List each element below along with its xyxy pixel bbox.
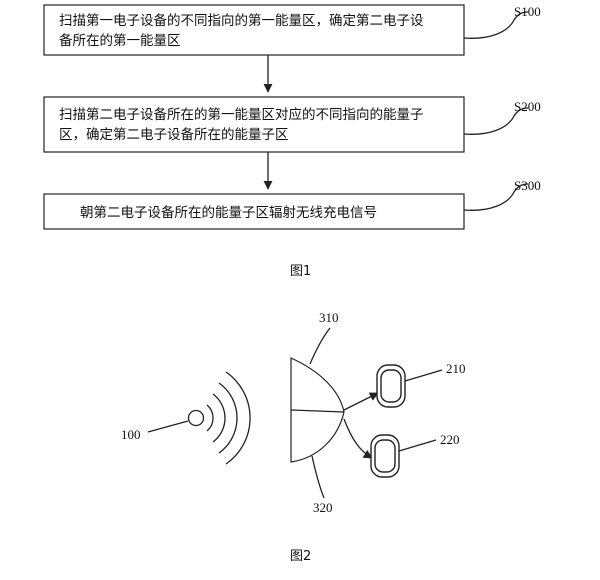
leader-220 xyxy=(398,439,437,452)
source-emitter-icon xyxy=(187,409,205,427)
step-s100-line-1: 扫描第一电子设备的不同指向的第一能量区，确定第二电子设 xyxy=(59,12,424,29)
step-s200-line-1: 扫描第二电子设备所在的第一能量区对应的不同指向的能量子 xyxy=(59,106,424,123)
wireless-charging-diagram: 100 310 320 210 220 xyxy=(121,310,466,564)
leader-s300 xyxy=(463,183,529,211)
device-220-inner xyxy=(374,439,396,473)
beam-arrow-210 xyxy=(343,392,379,411)
step-box-s100 xyxy=(43,4,465,56)
wave-arc-2 xyxy=(212,393,226,443)
label-210: 210 xyxy=(446,361,466,376)
wave-arc-3 xyxy=(218,382,238,454)
step-s300-line-1: 朝第二电子设备所在的能量子区辐射无线充电信号 xyxy=(80,204,377,221)
step-label-s300: S300 xyxy=(514,178,541,193)
label-220: 220 xyxy=(440,432,460,447)
receiver-device-220: 220 xyxy=(370,432,460,478)
wave-arc-4 xyxy=(225,371,251,465)
flowchart: 扫描第一电子设备的不同指向的第一能量区，确定第二电子设 备所在的第一能量区 S1… xyxy=(43,4,541,279)
antenna-sector-group: 310 320 xyxy=(290,310,345,515)
wave-arc-1 xyxy=(206,404,214,432)
leader-210 xyxy=(404,369,443,382)
leader-320 xyxy=(311,455,325,499)
device-210-inner xyxy=(380,369,402,403)
source-device-100: 100 xyxy=(121,371,251,465)
sector-divider xyxy=(290,409,345,413)
leader-100 xyxy=(147,420,189,433)
figure-2-caption: 图2 xyxy=(290,549,311,564)
beam-arrow-220 xyxy=(343,418,373,459)
label-320: 320 xyxy=(313,500,333,515)
step-label-s200: S200 xyxy=(514,99,541,114)
leader-s200 xyxy=(463,107,529,135)
step-box-s200 xyxy=(43,96,465,153)
step-box-s300 xyxy=(43,193,465,230)
figure-1-caption: 图1 xyxy=(290,264,311,279)
label-310: 310 xyxy=(319,310,339,325)
flow-step-s200: 扫描第二电子设备所在的第一能量区对应的不同指向的能量子 区，确定第二电子设备所在… xyxy=(43,96,541,153)
flow-step-s300: 朝第二电子设备所在的能量子区辐射无线充电信号 S300 xyxy=(43,178,541,230)
leader-310 xyxy=(309,327,331,365)
leader-s100 xyxy=(463,11,529,39)
receiver-device-210: 210 xyxy=(376,361,466,408)
step-label-s100: S100 xyxy=(514,4,541,19)
label-100: 100 xyxy=(121,427,141,442)
step-s200-line-2: 区，确定第二电子设备所在的能量子区 xyxy=(59,126,289,143)
flow-step-s100: 扫描第一电子设备的不同指向的第一能量区，确定第二电子设 备所在的第一能量区 S1… xyxy=(43,4,541,56)
step-s100-line-2: 备所在的第一能量区 xyxy=(59,32,181,49)
